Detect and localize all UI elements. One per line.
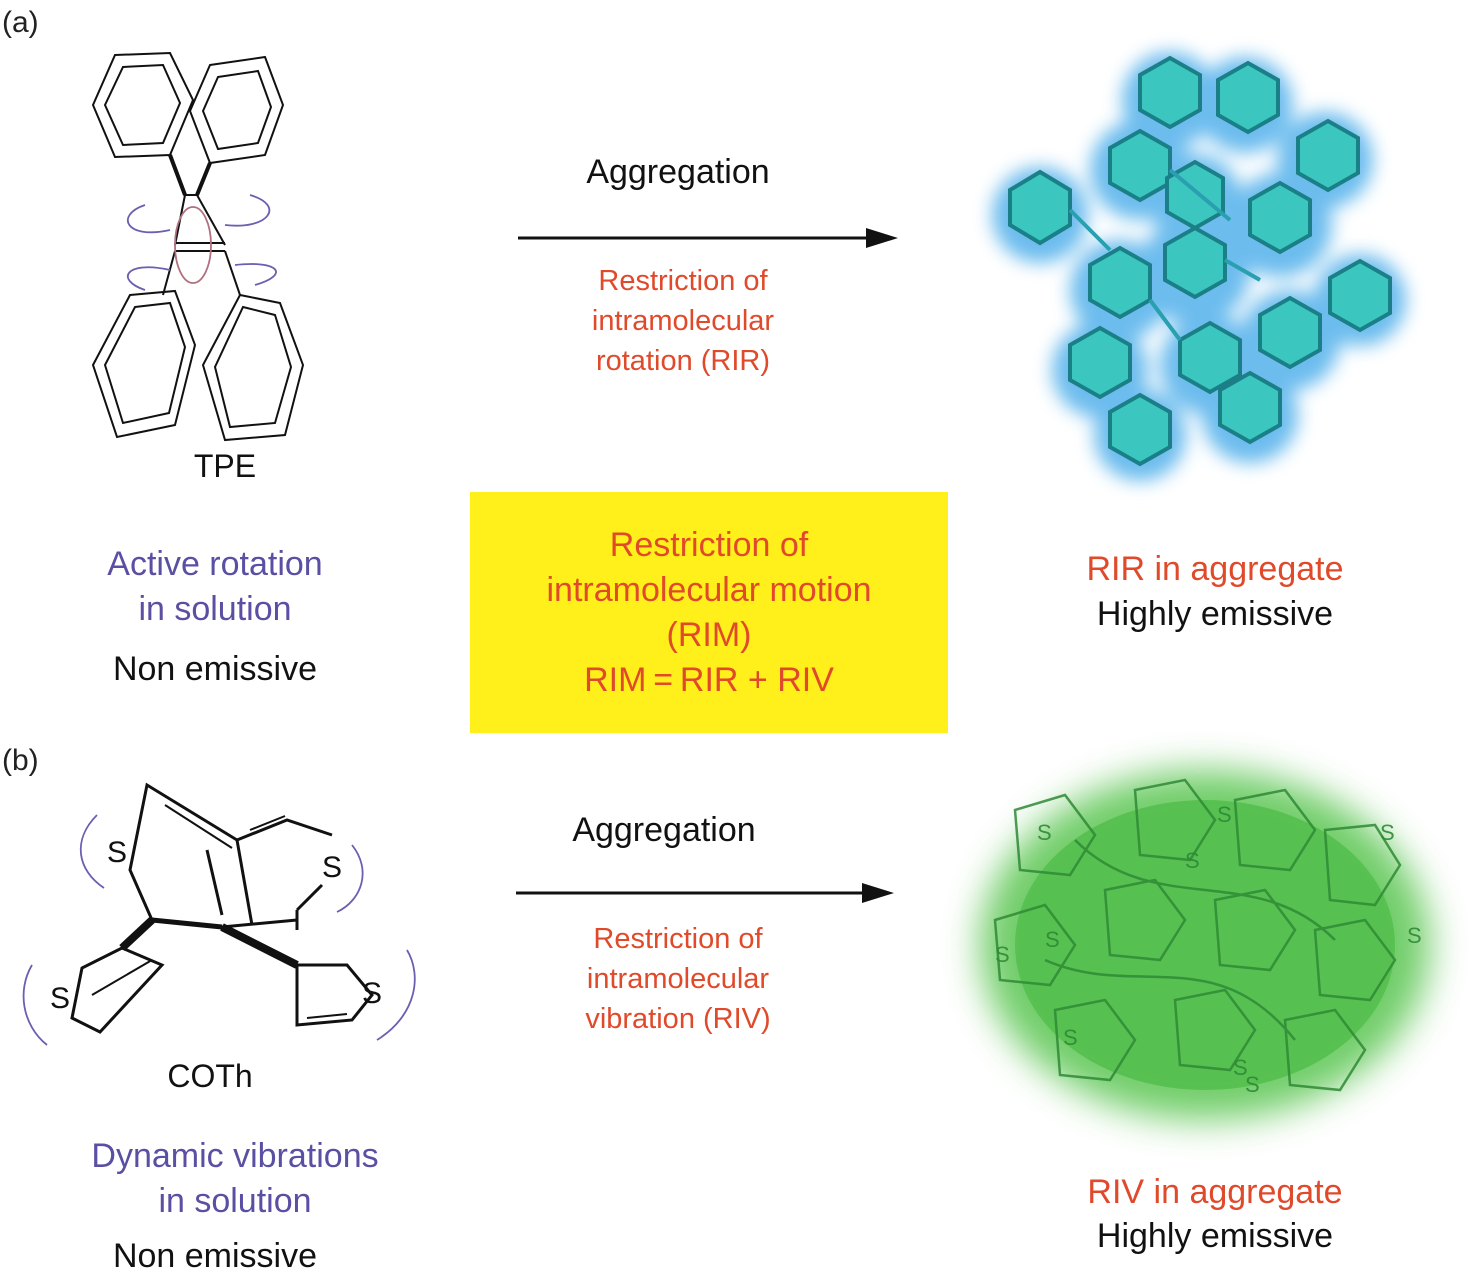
rir-mechanism-line3: rotation (RIR): [595, 345, 771, 377]
tpe-state-line1: Active rotation: [107, 545, 323, 583]
riv-mechanism-line3: vibration (RIV): [585, 1003, 771, 1035]
sulfur-label: S: [1063, 1025, 1078, 1050]
aggregation-arrow-a: [518, 228, 898, 248]
aggregation-label-b: Aggregation: [572, 811, 756, 849]
riv-mechanism-line2: intramolecular: [586, 963, 770, 995]
sulfur-label: S: [1233, 1055, 1248, 1080]
rim-line2: intramolecular motion: [546, 570, 872, 609]
sulfur-label: S: [1217, 802, 1232, 827]
sulfur-label: S: [362, 977, 382, 1010]
sulfur-label: S: [322, 851, 342, 884]
sulfur-label: S: [1037, 820, 1052, 845]
coth-emission: Non emissive: [112, 1237, 318, 1275]
sulfur-label: S: [107, 836, 127, 869]
riv-aggregate-emission: Highly emissive: [1096, 1217, 1334, 1255]
tpe-molecule-structure: [91, 51, 305, 442]
riv-mechanism-line1: Restriction of: [593, 923, 763, 955]
coth-aggregate-image: S S S S S S S S S S: [980, 770, 1430, 1120]
sulfur-label: S: [1185, 848, 1200, 873]
aggregation-label-a: Aggregation: [586, 153, 770, 191]
rir-mechanism-line2: intramolecular: [591, 305, 775, 337]
panel-b-label: (b): [2, 744, 39, 777]
panel-a-label: (a): [2, 6, 39, 39]
rim-line1: Restriction of: [609, 525, 809, 564]
coth-state-line2: in solution: [158, 1182, 312, 1220]
sulfur-label: S: [1245, 1072, 1260, 1097]
rim-line4: RIM = RIR + RIV: [584, 660, 834, 699]
rir-mechanism-line1: Restriction of: [598, 265, 768, 297]
riv-aggregate-state: RIV in aggregate: [1087, 1173, 1343, 1211]
sulfur-label: S: [1045, 927, 1060, 952]
rim-summary-box: Restriction of intramolecular motion (RI…: [470, 492, 948, 733]
sulfur-label: S: [995, 942, 1010, 967]
tpe-state-line2: in solution: [138, 590, 292, 628]
tpe-emission: Non emissive: [112, 650, 318, 688]
tpe-label: TPE: [193, 448, 257, 484]
sulfur-label: S: [1380, 820, 1395, 845]
coth-molecule-structure: S S S S: [22, 782, 416, 1046]
sulfur-label: S: [50, 982, 70, 1015]
coth-state-line1: Dynamic vibrations: [91, 1137, 379, 1175]
rir-aggregate-state: RIR in aggregate: [1086, 550, 1344, 588]
coth-label: COTh: [167, 1058, 253, 1094]
sulfur-label: S: [1407, 923, 1422, 948]
rir-aggregate-emission: Highly emissive: [1096, 595, 1334, 633]
aggregation-arrow-b: [516, 883, 894, 903]
tpe-aggregate-image: [992, 52, 1406, 481]
rim-line3: (RIM): [666, 615, 752, 654]
